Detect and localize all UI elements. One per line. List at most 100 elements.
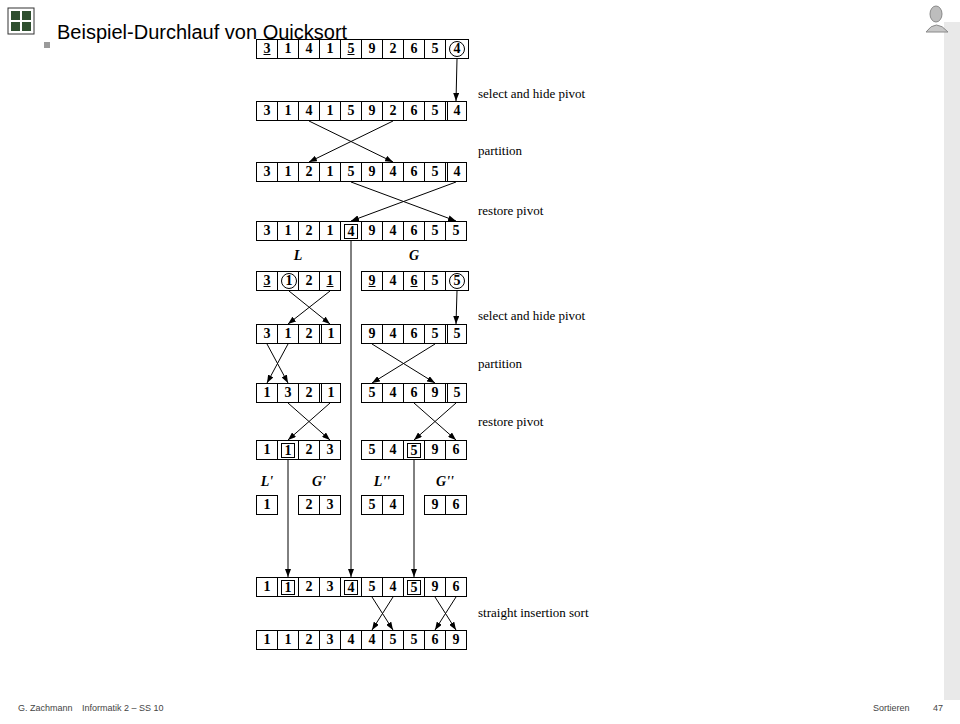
array-cell: 9 <box>424 577 446 597</box>
array-cell: 2 <box>298 440 320 460</box>
cell-value: 1 <box>285 42 292 56</box>
cell-value: 3 <box>327 580 334 594</box>
cell-value: 2 <box>306 580 313 594</box>
array-cell: 2 <box>298 495 320 515</box>
move-arrow <box>414 460 415 577</box>
cell-value: 1 <box>264 386 271 400</box>
move-arrow <box>288 460 289 577</box>
array-cell: 6 <box>403 271 425 291</box>
cell-value: 9 <box>432 580 439 594</box>
bust-picture <box>926 6 948 32</box>
array-cell: 1 <box>277 324 299 344</box>
cell-value: 6 <box>411 224 418 238</box>
array-cell: 5 <box>424 162 446 182</box>
move-arrow <box>456 291 457 324</box>
cell-value: 5 <box>454 386 461 400</box>
cell-value: 9 <box>432 498 439 512</box>
move-arrow <box>435 597 456 630</box>
array-cell: 1 <box>256 577 278 597</box>
university-logo <box>8 8 34 34</box>
array-cell: 9 <box>361 162 383 182</box>
array-cell: 5 <box>424 221 446 241</box>
cell-value: 1 <box>264 633 271 647</box>
list-label: G' <box>312 474 326 490</box>
cell-value: 5 <box>348 165 355 179</box>
array-cell: 1 <box>319 101 341 121</box>
cell-value: 1 <box>264 443 271 457</box>
step-label: restore pivot <box>476 203 545 219</box>
array-cell: 3 <box>319 440 341 460</box>
array-cell: 1 <box>319 221 341 241</box>
array-cell: 4 <box>382 383 404 403</box>
array-cell: 5 <box>340 101 362 121</box>
footer-text: Informatik 2 – SS 10 <box>82 703 164 713</box>
cell-value: 1 <box>281 443 295 458</box>
array-cell: 4 <box>382 221 404 241</box>
array-cell: 1 <box>277 630 299 650</box>
array-cell: 5 <box>445 271 469 291</box>
cell-value: 5 <box>369 443 376 457</box>
cell-value: 1 <box>285 327 292 341</box>
cell-value: 5 <box>369 386 376 400</box>
array-cell: 9 <box>424 495 446 515</box>
array-cell: 6 <box>403 324 425 344</box>
step-label: partition <box>476 143 524 159</box>
move-arrow <box>309 121 393 162</box>
cell-value: 5 <box>407 443 421 458</box>
array-cell: 1 <box>277 577 299 597</box>
array-cell: 1 <box>319 271 341 291</box>
array-cell: 1 <box>319 39 341 59</box>
cell-value: 4 <box>306 42 313 56</box>
cell-value: 1 <box>327 274 334 288</box>
array-cell: 4 <box>340 577 362 597</box>
cell-value: 4 <box>390 274 397 288</box>
cell-value: 5 <box>453 224 460 238</box>
array-cell: 5 <box>424 39 446 59</box>
move-arrow <box>414 403 456 440</box>
cell-value: 2 <box>306 443 313 457</box>
cell-value: 4 <box>390 386 397 400</box>
array-cell: 9 <box>361 271 383 291</box>
move-arrow <box>372 597 393 630</box>
cell-value: 9 <box>369 104 376 118</box>
array-cell: 4 <box>382 271 404 291</box>
array-cell: 4 <box>361 630 383 650</box>
array-cell: 5 <box>403 577 425 597</box>
cell-value: 5 <box>348 104 355 118</box>
cell-value: 1 <box>328 386 335 400</box>
cell-value: 2 <box>306 274 313 288</box>
cell-value: 2 <box>306 498 313 512</box>
cell-value: 3 <box>327 443 334 457</box>
cell-value: 6 <box>411 165 418 179</box>
array-cell: 5 <box>445 383 467 403</box>
array-cell: 2 <box>382 101 404 121</box>
array-cell: 4 <box>445 39 469 59</box>
cell-value: 9 <box>432 386 439 400</box>
step-label: partition <box>476 356 524 372</box>
cell-value: 2 <box>306 633 313 647</box>
cell-value: 6 <box>411 327 418 341</box>
array-cell: 1 <box>256 495 278 515</box>
cell-value: 4 <box>306 104 313 118</box>
array-cell: 3 <box>277 383 299 403</box>
move-arrow <box>288 403 330 440</box>
cell-value: 2 <box>306 165 313 179</box>
footer-text: 47 <box>933 703 943 713</box>
cell-value: 3 <box>264 165 271 179</box>
cell-value: 4 <box>390 443 397 457</box>
cell-value: 6 <box>411 274 418 288</box>
title-bullet <box>44 42 50 48</box>
array-cell: 2 <box>298 271 320 291</box>
array-cell: 9 <box>361 39 383 59</box>
cell-value: 3 <box>327 498 334 512</box>
move-arrow <box>372 344 435 383</box>
list-label: L' <box>261 474 273 490</box>
array-cell: 4 <box>382 324 404 344</box>
cell-value: 9 <box>369 224 376 238</box>
array-cell: 3 <box>319 577 341 597</box>
cell-value: 4 <box>344 224 358 239</box>
cell-value: 9 <box>369 165 376 179</box>
cell-value: 1 <box>327 165 334 179</box>
step-label: select and hide pivot <box>476 308 587 324</box>
array-cell: 1 <box>319 383 341 403</box>
